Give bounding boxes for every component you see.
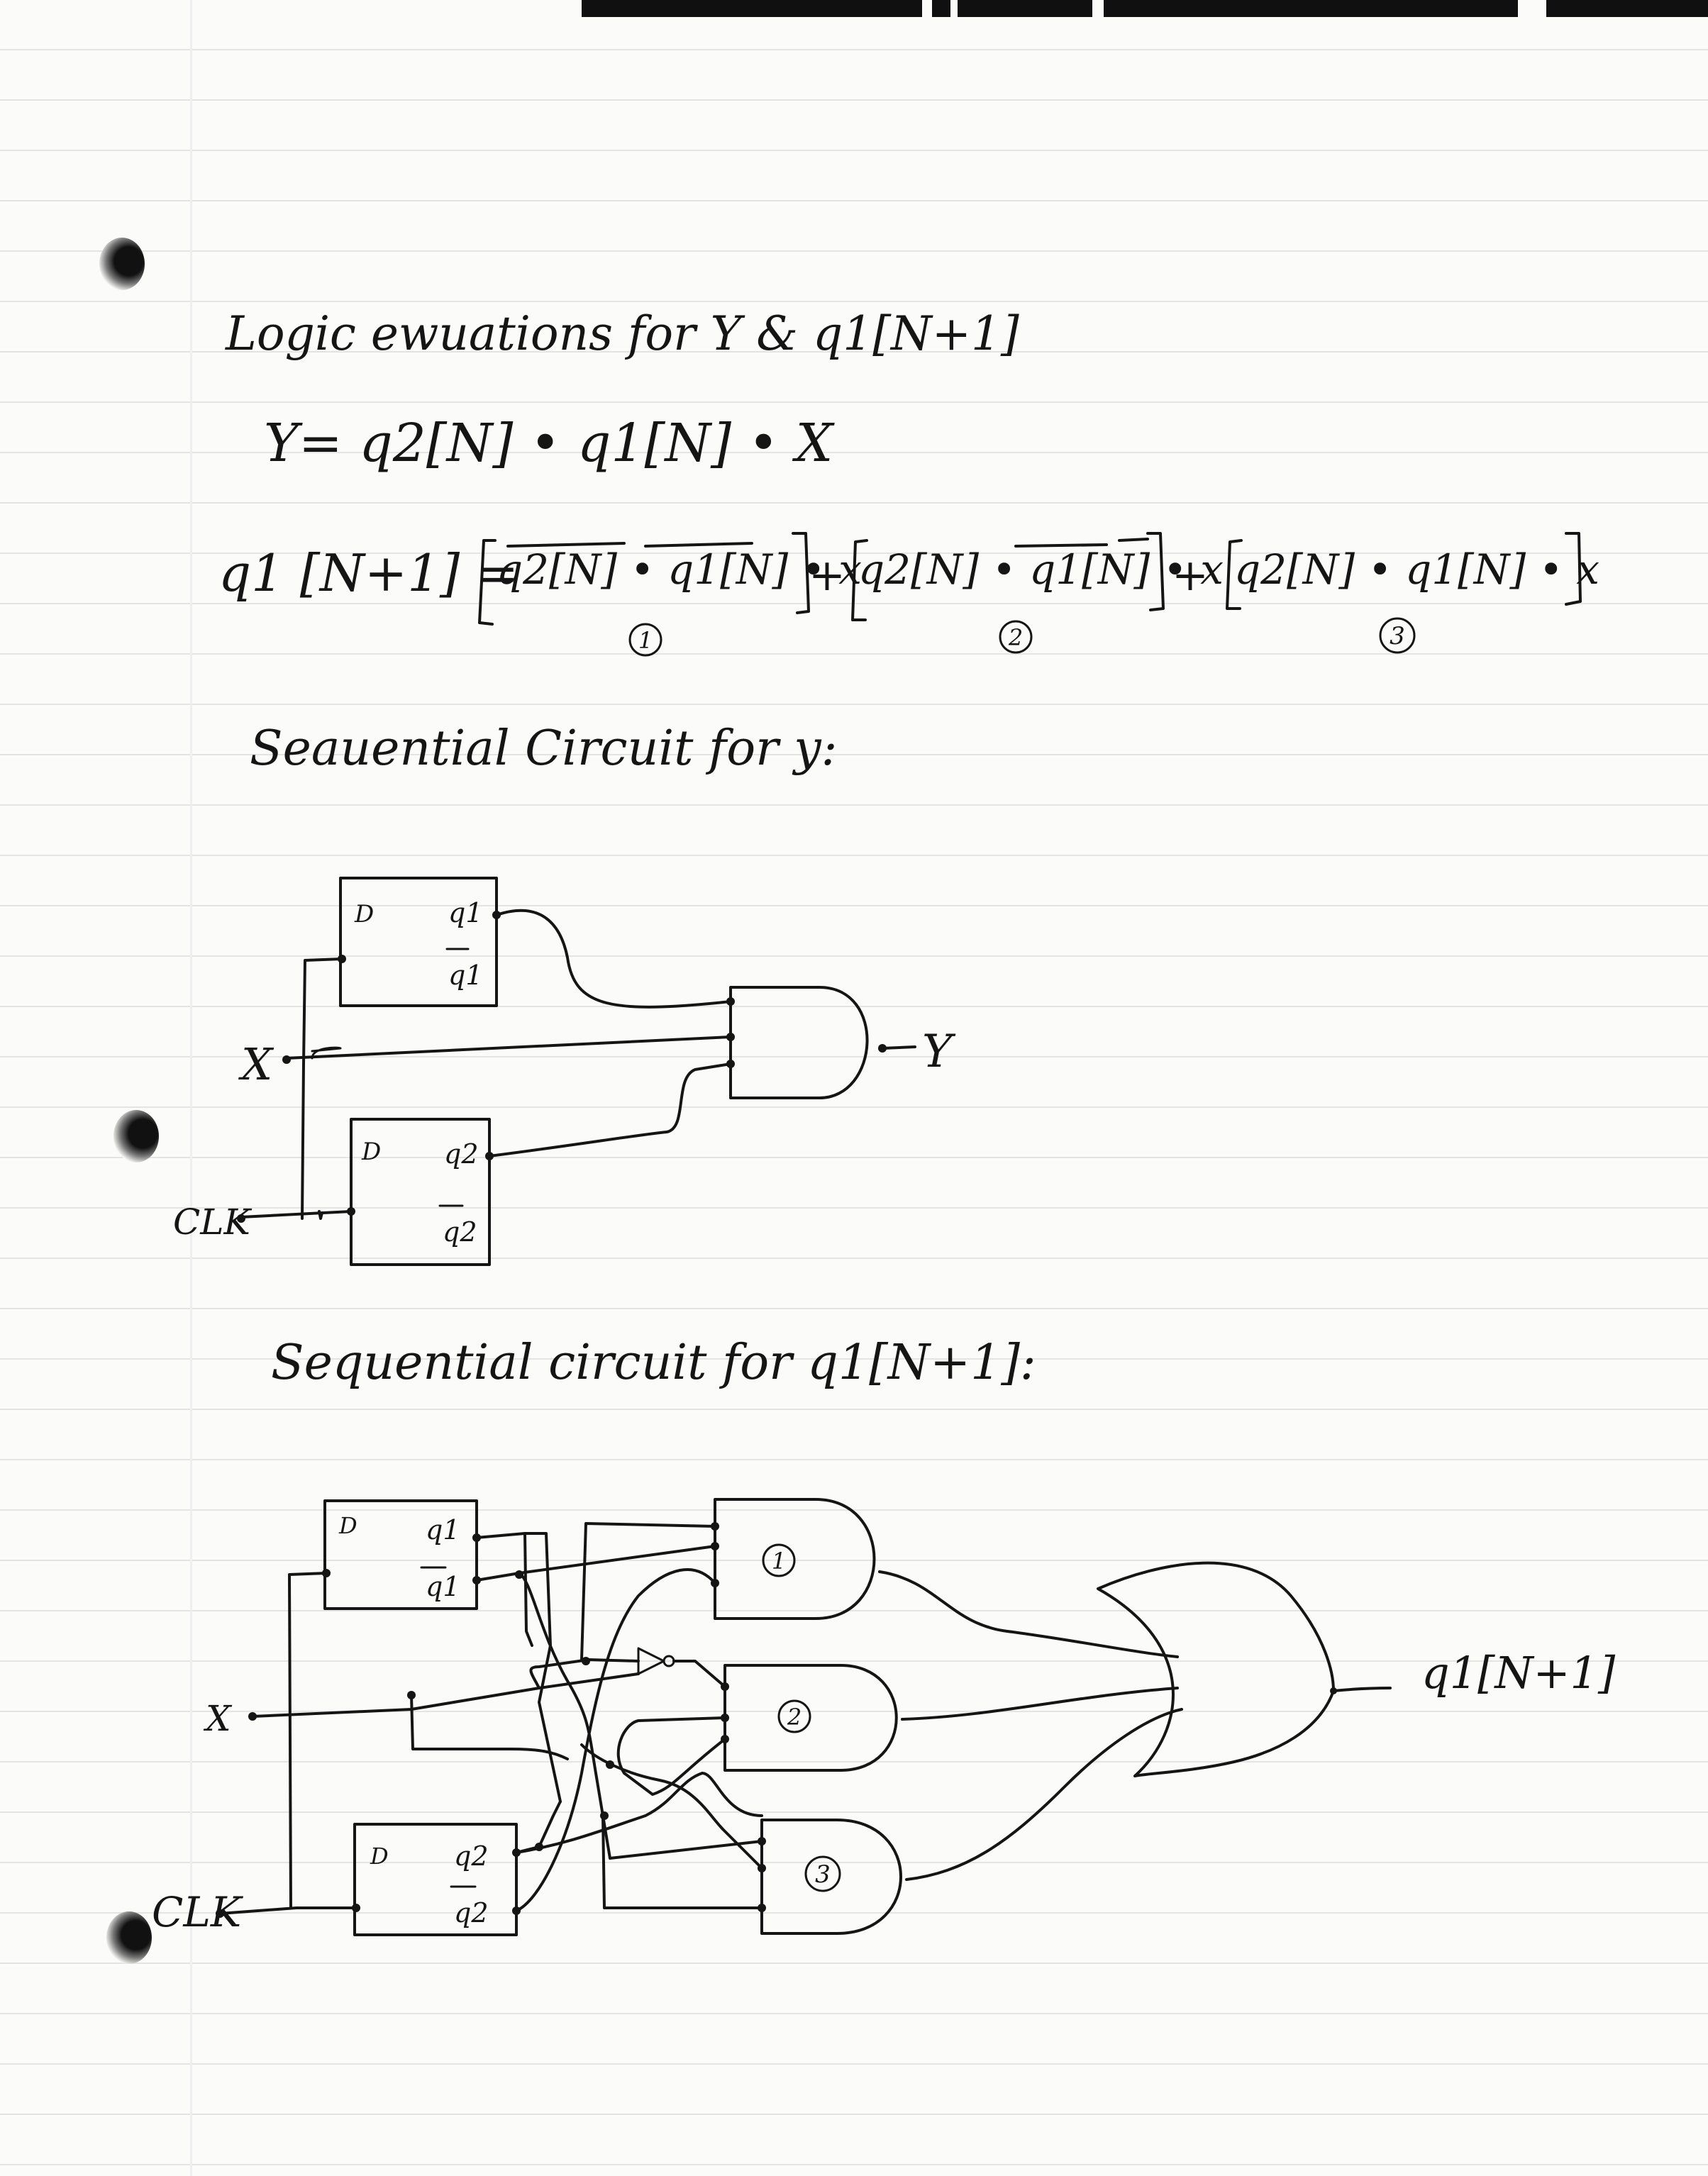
flip-flop-1: D q1 q1 (338, 877, 501, 1007)
and-gate-2: 2 (721, 1664, 898, 1772)
output-y-label: Y (922, 1026, 956, 1078)
svg-text:D: D (361, 1138, 381, 1166)
svg-text:q2: q2 (454, 1841, 489, 1872)
svg-text:2: 2 (1008, 624, 1023, 651)
input-x-label: X (203, 1698, 233, 1739)
svg-text:1: 1 (772, 1548, 786, 1575)
circuit-q1: D q1 q1 D q2 q2 (152, 1498, 1616, 1936)
flip-flop-1: D q1 q1 (322, 1499, 481, 1610)
circuit-y-title: Seauential Circuit for y: (250, 721, 838, 777)
svg-text:q1: q1 (426, 1514, 460, 1545)
svg-text:3: 3 (1390, 622, 1405, 650)
svg-text:D: D (338, 1512, 357, 1539)
input-x-label: X (238, 1038, 274, 1090)
svg-text:q2: q2 (454, 1897, 489, 1928)
and-gate-y (726, 986, 887, 1099)
and-gate-3: 3 (758, 1819, 902, 1935)
circuit-y: D q1 q1 D q2 q2 (173, 877, 956, 1266)
input-clk-label: CLK (152, 1888, 244, 1936)
term-marker-1: 1 (628, 623, 662, 657)
svg-text:q1: q1 (448, 960, 483, 991)
binder-hole (99, 238, 145, 290)
equation-brackets (478, 532, 1582, 626)
binder-hole (113, 1110, 159, 1162)
equations-title: Logic ewuations for Y & q1[N+1] (226, 306, 1019, 361)
top-edge-shadow (582, 0, 1708, 17)
svg-text:1: 1 (638, 627, 653, 654)
equation-term-3: q2[N] • q1[N] • x (1234, 545, 1599, 594)
q1-equation-lhs: q1 [N+1] = (218, 543, 519, 603)
svg-text:q2: q2 (444, 1138, 479, 1170)
y-equation: Y= q2[N] • q1[N] • X (264, 413, 833, 474)
binder-hole (106, 1911, 152, 1964)
equation-term-1: q2[N] • q1[N] • x (497, 545, 862, 594)
and-gate-1: 1 (711, 1498, 876, 1620)
flip-flop-2: D q2 q2 (352, 1823, 521, 1936)
plus-sign: + (809, 549, 845, 601)
term-marker-3: 3 (1379, 617, 1416, 654)
margin-line (190, 0, 192, 2176)
svg-text:3: 3 (815, 1860, 831, 1889)
plus-sign: + (1172, 549, 1209, 601)
svg-text:q1: q1 (426, 1571, 460, 1602)
input-clk-label: CLK (173, 1201, 252, 1243)
svg-text:D: D (354, 900, 374, 928)
svg-text:2: 2 (787, 1704, 802, 1731)
or-gate (1097, 1561, 1337, 1777)
svg-text:q1: q1 (448, 897, 483, 928)
not-gate (637, 1647, 675, 1675)
output-q1-label: q1[N+1] (1421, 1647, 1616, 1699)
svg-text:D: D (370, 1843, 389, 1870)
overbar-group (506, 538, 1149, 548)
flip-flop-2: D q2 q2 (347, 1118, 494, 1266)
svg-text:q2: q2 (443, 1216, 477, 1248)
circuit-q1-title: Sequential circuit for q1[N+1]: (271, 1335, 1036, 1391)
term-marker-2: 2 (999, 620, 1033, 654)
